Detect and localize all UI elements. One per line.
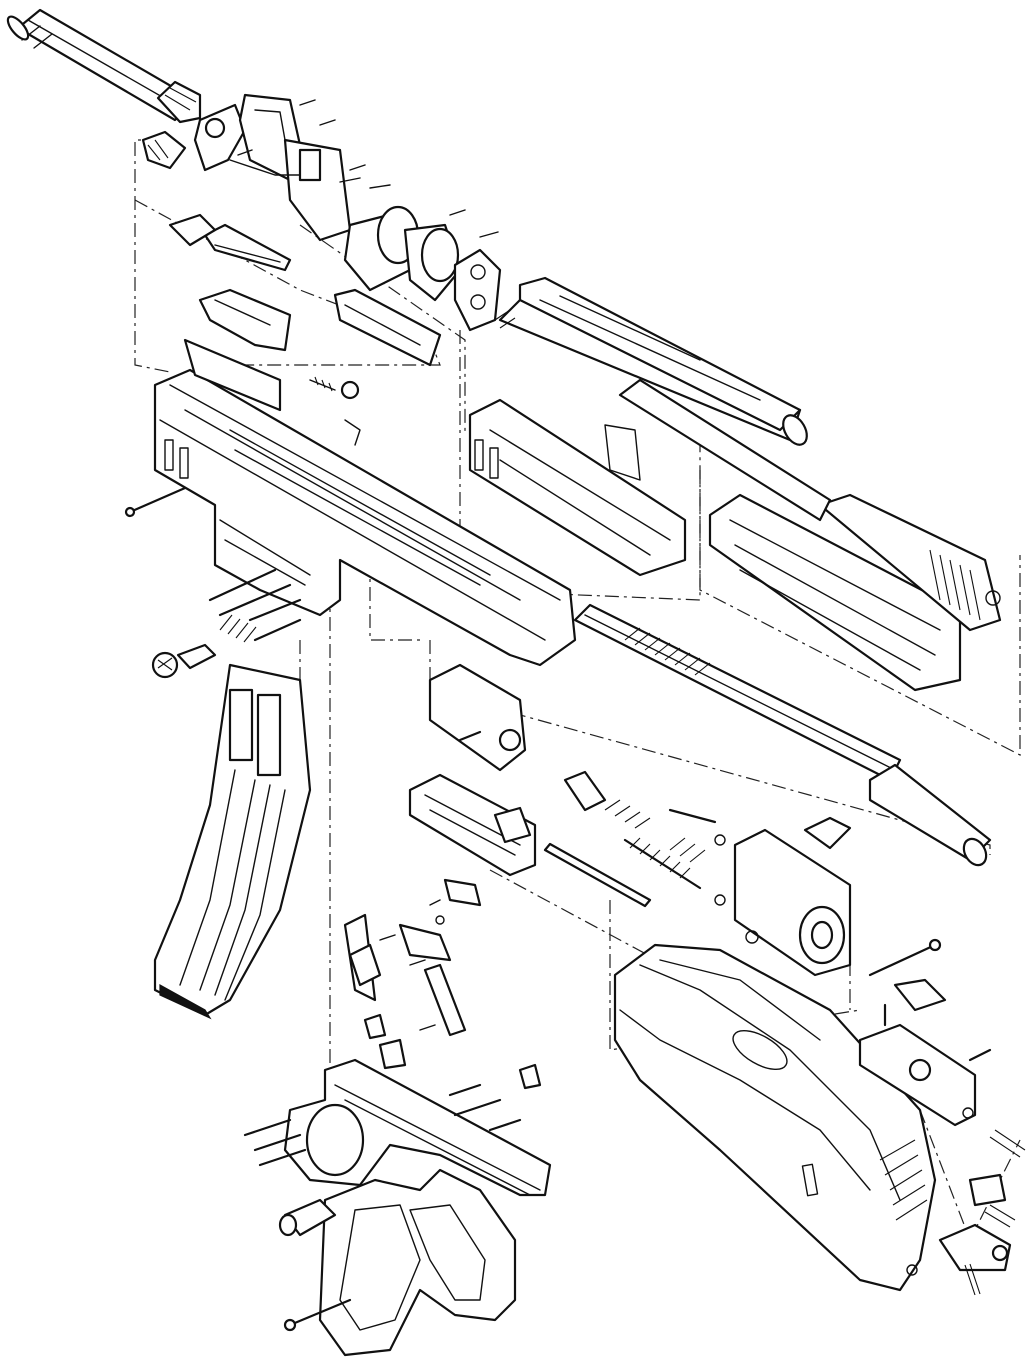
barrel xyxy=(6,8,197,122)
barrel-band xyxy=(453,248,502,332)
receiver-pins xyxy=(124,486,302,622)
butt-plate xyxy=(938,1129,1026,1296)
rear-sight-leaf xyxy=(168,213,292,272)
front-sight-assembly xyxy=(193,93,352,242)
trigger-housing xyxy=(243,1058,552,1197)
magazine xyxy=(153,663,312,1020)
sling-swivel-rear xyxy=(858,978,992,1127)
magazine-release xyxy=(151,614,302,679)
buffer-springs xyxy=(563,770,852,906)
handguard-lower xyxy=(618,378,1002,692)
recoil-spring xyxy=(624,627,711,676)
buttstock xyxy=(613,943,937,1292)
bolt-head xyxy=(408,773,537,877)
bolt-carrier-operating-rod xyxy=(573,603,902,782)
receiver-end-cap xyxy=(733,828,942,977)
pistol-grip xyxy=(278,1168,517,1357)
rear-sight-base xyxy=(198,288,442,400)
handguard-upper xyxy=(468,398,687,577)
trigger-group xyxy=(343,878,482,1070)
front-sling-swivel xyxy=(141,130,187,170)
gas-block xyxy=(343,205,462,302)
bolt xyxy=(428,663,527,772)
rear-tube xyxy=(868,763,992,867)
muzzle-nut xyxy=(156,80,202,124)
receiver xyxy=(153,338,577,667)
small-pins-top xyxy=(237,99,499,238)
gas-cylinder xyxy=(494,276,808,446)
firing-pin xyxy=(543,842,652,908)
